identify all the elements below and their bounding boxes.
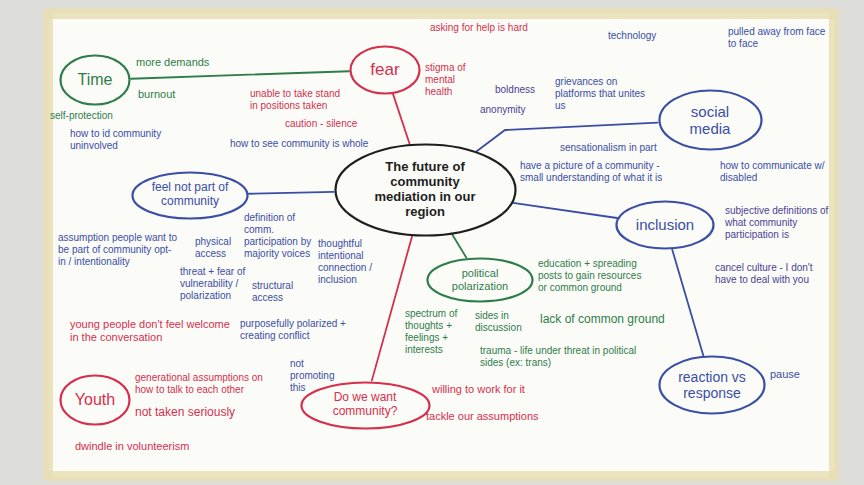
bubble-text: social media xyxy=(675,103,745,138)
bubble-content: reaction vs response xyxy=(676,369,748,401)
paper xyxy=(48,12,835,478)
mind-map-bubble: reaction vs response xyxy=(658,355,766,415)
note-text: cancel culture - I don't have to deal wi… xyxy=(715,262,833,286)
note-text: technology xyxy=(608,30,688,42)
note-text: not taken seriously xyxy=(135,405,265,419)
branch-line xyxy=(393,94,409,143)
bubble-ring xyxy=(61,376,130,425)
mind-map-bubble: inclusion xyxy=(615,200,715,250)
tape-strip xyxy=(43,10,53,480)
bubble-content: inclusion xyxy=(636,216,694,233)
note-text: generational assumptions on how to talk … xyxy=(135,372,275,396)
bubble-content: political polarization xyxy=(444,267,516,292)
mind-map-bubble: Time xyxy=(59,54,131,106)
note-text: willing to work for it xyxy=(432,383,562,396)
bubble-text: Youth xyxy=(75,391,115,409)
note-text: burnout xyxy=(138,88,208,101)
branch-line xyxy=(131,71,349,79)
note-text: young people don't feel welcome in the c… xyxy=(70,318,235,344)
bubble-ring xyxy=(351,47,420,94)
note-text: trauma - life under threat in political … xyxy=(480,345,655,369)
bubble-text: The future of community mediation in our… xyxy=(360,160,490,220)
mind-map-bubble: The future of community mediation in our… xyxy=(334,143,517,237)
bubble-ring xyxy=(617,202,714,249)
note-text: purposefully polarized + creating confli… xyxy=(240,318,358,342)
note-text: not promoting this xyxy=(290,358,350,394)
note-text: threat + fear of vulnerability / polariz… xyxy=(180,266,248,302)
mind-map-bubble: Do we want community? xyxy=(300,381,431,430)
bubble-text: feel not part of community xyxy=(150,181,230,209)
bubble-text: fear xyxy=(370,60,399,80)
bubble-ring xyxy=(659,91,761,150)
bubble-content: Youth xyxy=(75,391,115,409)
note-text: unable to take stand in positions taken xyxy=(250,88,350,112)
bubble-ring xyxy=(61,56,130,105)
note-text: structural access xyxy=(252,280,312,304)
note-text: how to see community is whole xyxy=(230,138,380,150)
mind-map-bubble: fear xyxy=(349,45,421,95)
note-text: definition of comm. participation by maj… xyxy=(244,212,314,260)
mind-map-bubble: feel not part of community xyxy=(131,171,249,220)
branch-line xyxy=(513,203,617,218)
branch-line xyxy=(452,235,466,258)
note-text: tackle our assumptions xyxy=(426,410,556,423)
note-text: dwindle in volunteerism xyxy=(75,440,225,453)
note-text: have a picture of a community - small un… xyxy=(520,160,685,184)
bubble-ring xyxy=(660,357,765,414)
bubble-content: feel not part of community xyxy=(150,181,230,209)
note-text: grievances on platforms that unites us xyxy=(555,76,650,112)
note-text: pulled away from face to face xyxy=(728,26,833,50)
note-text: boldness xyxy=(495,84,555,96)
branch-line xyxy=(672,250,703,356)
note-text: how to communicate w/ disabled xyxy=(720,160,830,184)
bubble-ring xyxy=(428,259,533,302)
bubble-content: Time xyxy=(78,71,113,89)
note-text: more demands xyxy=(136,56,226,69)
tape-strip xyxy=(829,10,839,480)
tape-strip xyxy=(46,8,837,19)
mind-map-bubble: Youth xyxy=(59,374,131,426)
bubble-ring xyxy=(133,172,248,218)
note-text: physical access xyxy=(195,236,245,260)
bubble-content: The future of community mediation in our… xyxy=(360,160,490,220)
note-text: sides in discussion xyxy=(475,310,530,334)
bubble-text: reaction vs response xyxy=(676,369,748,401)
note-text: anonymity xyxy=(480,104,540,116)
note-text: caution - silence xyxy=(285,118,375,130)
note-text: asking for help is hard xyxy=(430,22,600,34)
note-text: education + spreading posts to gain reso… xyxy=(538,258,643,294)
bubble-text: inclusion xyxy=(636,216,694,233)
bubble-ring xyxy=(335,145,515,236)
mind-map-bubble: political polarization xyxy=(426,257,534,303)
note-text: stigma of mental health xyxy=(425,62,485,98)
note-text: subjective definitions of what community… xyxy=(725,205,830,241)
bubble-ring xyxy=(301,382,429,428)
mind-map-bubble: social media xyxy=(658,89,763,151)
note-text: self-protection xyxy=(50,110,140,122)
note-text: assumption people want to be part of com… xyxy=(58,232,178,268)
note-text: thoughtful intentional connection / incl… xyxy=(318,238,383,286)
bubble-text: Time xyxy=(78,71,113,89)
note-text: lack of common ground xyxy=(540,312,670,326)
bubble-content: fear xyxy=(370,60,399,80)
branch-line xyxy=(249,192,334,194)
note-text: pause xyxy=(770,368,830,381)
note-text: how to id community uninvolved xyxy=(70,128,180,152)
note-text: sensationalism in part xyxy=(560,142,670,154)
tape-strip xyxy=(46,471,837,481)
bubble-content: social media xyxy=(675,103,745,138)
note-text: spectrum of thoughts + feelings + intere… xyxy=(405,308,467,356)
bubble-text: political polarization xyxy=(444,267,516,292)
bubble-text: Do we want community? xyxy=(320,391,410,419)
bubble-content: Do we want community? xyxy=(320,391,410,419)
